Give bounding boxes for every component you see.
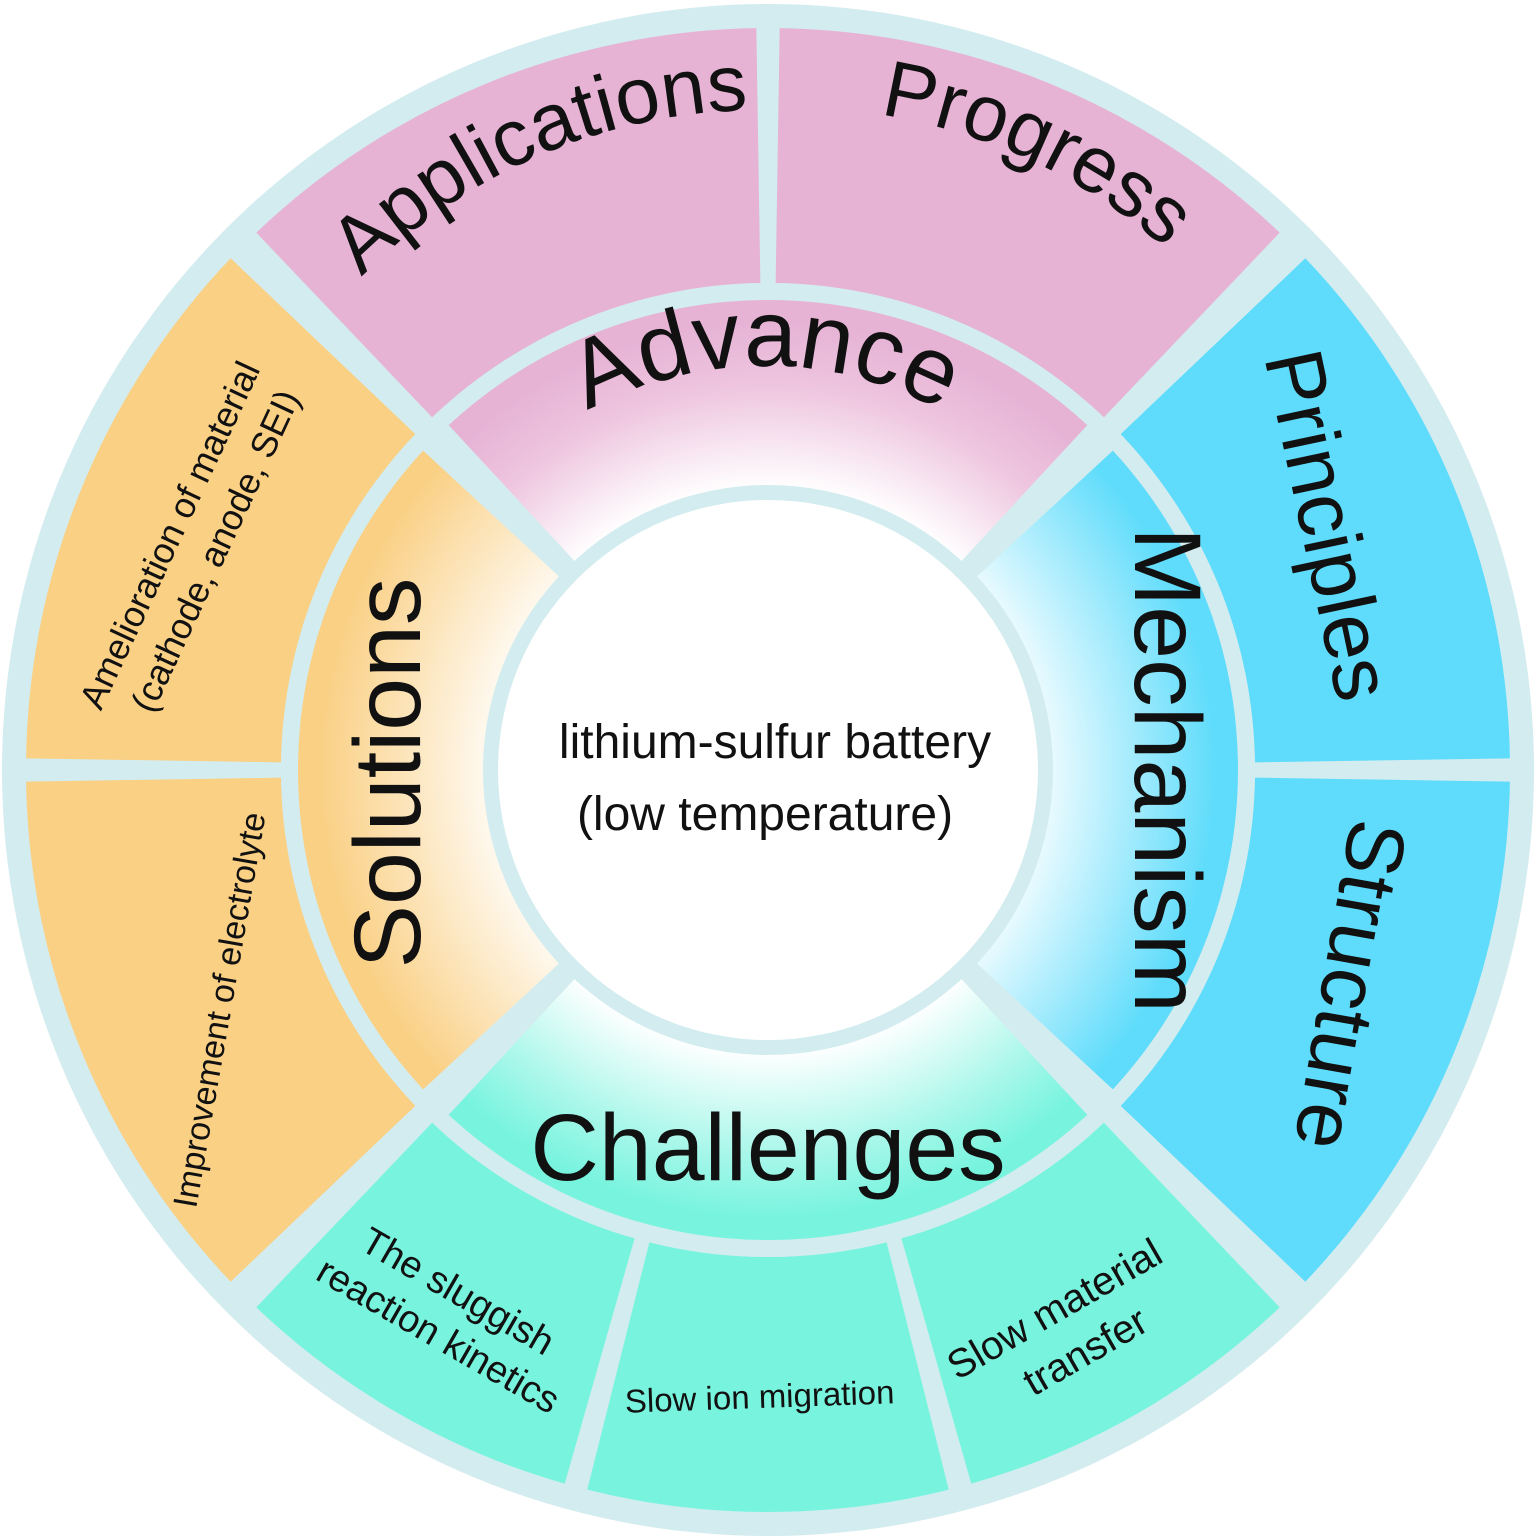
center-title-line2: (low temperature) bbox=[577, 788, 953, 841]
advance-segment bbox=[448, 300, 1088, 565]
challenges-label: Challenges bbox=[530, 1095, 1005, 1201]
slow-ion-migration-segment bbox=[587, 1242, 949, 1512]
principles-segment bbox=[1120, 258, 1510, 763]
solutions-segment bbox=[298, 450, 563, 1090]
applications-segment bbox=[256, 28, 761, 418]
sluggish-kinetics-segment bbox=[256, 1122, 635, 1484]
slow-material-transfer-segment bbox=[901, 1122, 1280, 1484]
amelioration-material-segment bbox=[26, 258, 416, 763]
outer-segments bbox=[26, 28, 1510, 1512]
center-circle bbox=[498, 500, 1038, 1040]
inner-ring-background bbox=[281, 282, 1255, 1257]
mechanism-label: Mechanism bbox=[1114, 527, 1220, 1013]
mechanism-segment bbox=[973, 450, 1238, 1090]
progress-segment bbox=[775, 28, 1280, 418]
inner-segments bbox=[281, 282, 1255, 1257]
solutions-label: Solutions bbox=[335, 578, 441, 969]
structure-segment bbox=[1120, 777, 1510, 1282]
improvement-electrolyte-segment bbox=[26, 777, 416, 1282]
challenges-segment bbox=[448, 975, 1088, 1240]
center-title-line1: lithium-sulfur battery bbox=[559, 716, 991, 769]
